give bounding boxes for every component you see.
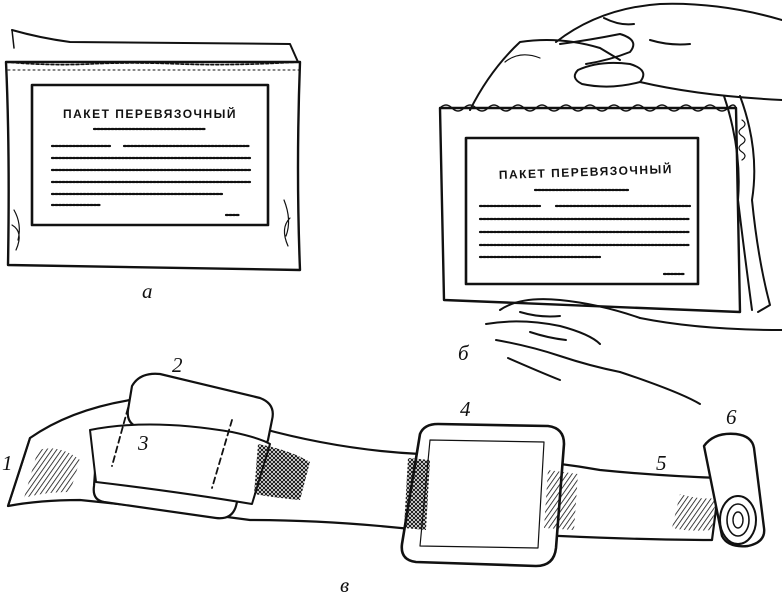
caption-b: б	[458, 341, 470, 365]
sliding-pad	[400, 422, 566, 568]
caption-c: в	[340, 573, 349, 592]
callout-6: 6	[726, 405, 737, 429]
package-a-title: ПАКЕТ ПЕРЕВЯЗОЧНЫЙ	[63, 106, 237, 121]
bandage-roll	[702, 432, 766, 548]
caption-a: а	[142, 279, 153, 303]
callout-3: 3	[137, 431, 149, 455]
panel-c-opened-dressing	[6, 372, 766, 568]
upper-hand	[555, 2, 782, 101]
package-b-title: ПАКЕТ ПЕРЕВЯЗОЧНЫЙ	[499, 161, 673, 182]
callout-2: 2	[172, 353, 183, 377]
callout-5: 5	[656, 451, 667, 475]
package-a-label	[30, 83, 270, 227]
callout-4: 4	[460, 397, 471, 421]
package-b-label	[464, 136, 700, 286]
panel-b-opening-package	[438, 2, 782, 405]
lower-hand	[485, 298, 782, 405]
panel-a-sealed-package	[4, 29, 302, 272]
callout-1: 1	[2, 451, 13, 475]
